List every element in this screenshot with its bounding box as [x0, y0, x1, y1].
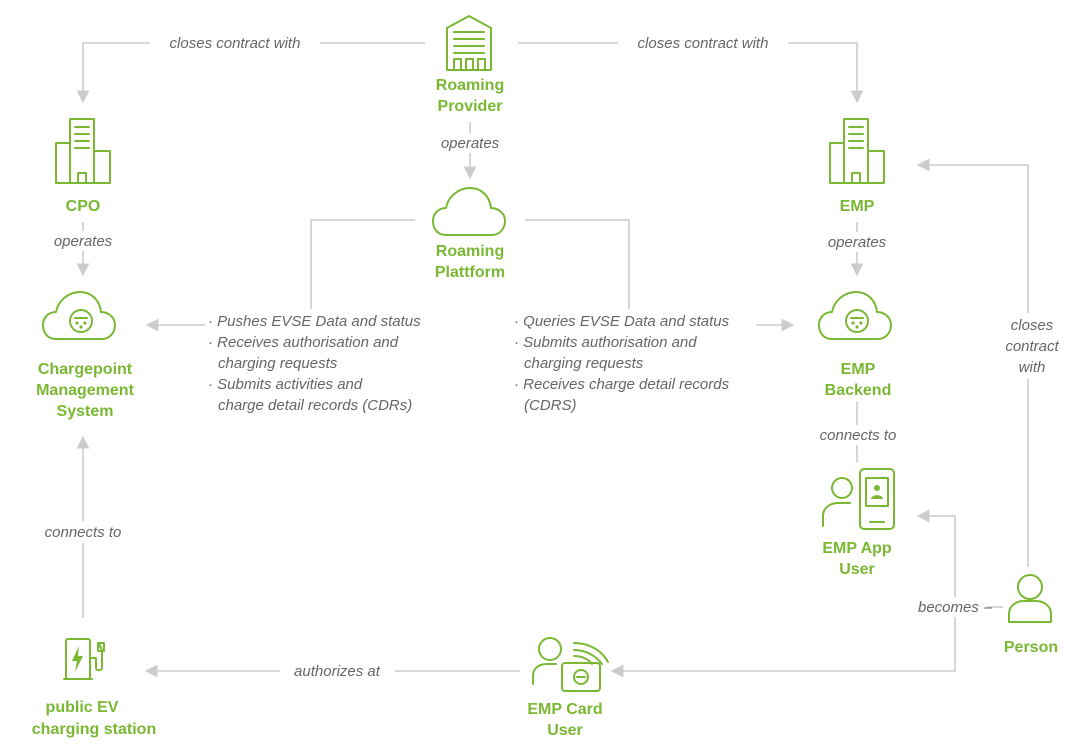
office-tower-icon [829, 118, 885, 184]
node-label-emp: EMP [840, 198, 875, 215]
edge-label-platform-cms-1: · Pushes EVSE Data and status [208, 313, 421, 330]
node-label-roaming-provider-1: Roaming [436, 77, 504, 94]
node-emp-backend: EMP Backend [818, 291, 892, 399]
edge-label-person-emp-1: closes [1011, 317, 1054, 334]
edge-label-rp-cpo: closes contract with [170, 35, 301, 52]
node-label-charging-station-1: public EV [46, 699, 119, 716]
edge-label-person-becomes-dash: – [983, 599, 993, 616]
node-chargepoint-management-system: Chargepoint Management System [36, 291, 135, 420]
edge-label-card-station: authorizes at [294, 663, 381, 680]
node-label-emp-backend-1: EMP [841, 361, 876, 378]
node-label-person: Person [1004, 639, 1058, 656]
edge-label-person-emp-3: with [1019, 359, 1046, 376]
node-label-charging-station-2: charging station [32, 721, 156, 738]
edge-label-platform-cms-4: · Submits activities and [208, 376, 363, 393]
node-label-emp-app-user-2: User [839, 561, 875, 578]
node-label-emp-app-user-1: EMP App [822, 540, 892, 557]
edge-label-platform-backend-3: charging requests [524, 355, 644, 372]
node-cpo: CPO [55, 118, 111, 215]
office-tower-icon [55, 118, 111, 184]
building-icon [446, 15, 492, 71]
edge-label-platform-cms-5: charge detail records (CDRs) [218, 397, 412, 414]
node-label-cms-1: Chargepoint [38, 361, 133, 378]
edge-label-platform-backend-5: (CDRS) [524, 397, 577, 414]
node-label-cms-2: Management [36, 382, 134, 399]
edge-label-cpo-cms: operates [54, 233, 113, 250]
edge-label-platform-backend-4: · Receives charge detail records [514, 376, 730, 393]
edge-label-platform-backend-2: · Submits authorisation and [514, 334, 697, 351]
cloud-icon [432, 187, 506, 236]
edge-person-emp [916, 158, 1029, 567]
edge-label-app-backend: connects to [820, 427, 897, 444]
node-label-cpo: CPO [66, 198, 101, 215]
user-phone-icon [822, 468, 895, 530]
node-label-roaming-provider-2: Provider [438, 98, 503, 115]
node-label-emp-card-user-1: EMP Card [527, 701, 602, 718]
node-label-emp-backend-2: Backend [825, 382, 892, 399]
edge-label-station-cms: connects to [45, 524, 122, 541]
node-person: Person [1004, 574, 1058, 656]
node-emp-card-user: EMP Card User [527, 637, 609, 739]
node-label-cms-3: System [57, 403, 114, 420]
node-roaming-provider: Roaming Provider [436, 15, 504, 115]
charging-station-icon [63, 638, 105, 680]
edge-label-rp-platform: operates [441, 135, 500, 152]
edge-label-emp-backend: operates [828, 234, 887, 251]
node-label-roaming-platform-2: Plattform [435, 264, 505, 281]
node-emp: EMP [829, 118, 885, 215]
node-roaming-platform: Roaming Plattform [432, 187, 506, 281]
node-charging-station: public EV charging station [32, 638, 156, 738]
user-card-icon [532, 637, 609, 692]
node-label-roaming-platform-1: Roaming [436, 243, 504, 260]
edge-label-platform-cms-3: charging requests [218, 355, 338, 372]
edge-person-becomes-card [610, 607, 956, 678]
edge-label-rp-emp: closes contract with [638, 35, 769, 52]
person-icon [1008, 574, 1052, 623]
edge-person-becomes-app [916, 509, 956, 607]
edge-label-platform-backend-1: · Queries EVSE Data and status [514, 313, 730, 330]
cloud-charger-icon [42, 291, 116, 340]
edge-label-person-emp-2: contract [1005, 338, 1059, 355]
edge-label-platform-cms-2: · Receives authorisation and [208, 334, 399, 351]
cloud-charger-icon [818, 291, 892, 340]
node-emp-app-user: EMP App User [822, 468, 895, 578]
node-label-emp-card-user-2: User [547, 722, 583, 739]
edge-label-person-becomes: becomes [918, 599, 979, 616]
